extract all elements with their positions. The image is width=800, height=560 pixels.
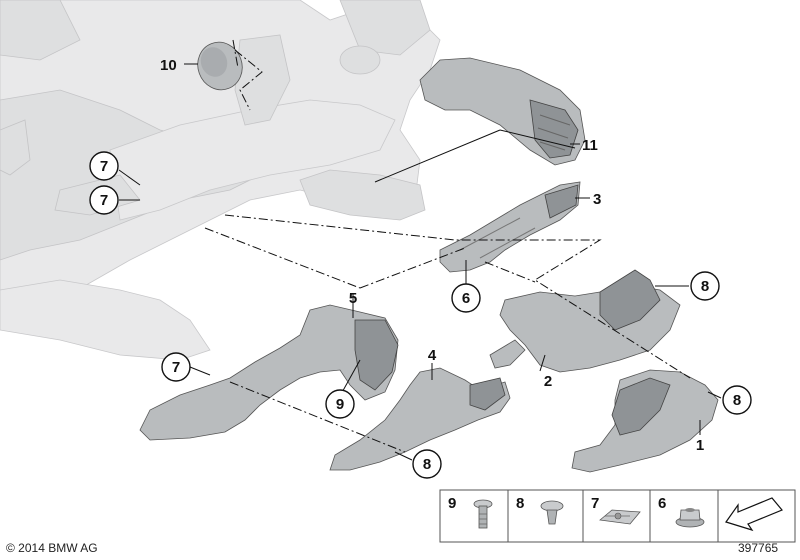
legend-item-6: 6 [658,495,705,528]
callout-4: 4 [428,347,437,364]
callout-7-upper-text: 7 [100,158,108,175]
callout-5-text: 5 [349,290,357,307]
callout-3-text: 3 [593,191,601,208]
legend-item-7: 7 [591,495,641,525]
travel-direction-arrow-icon [725,497,783,532]
callout-6-text: 6 [462,290,470,307]
leader-lines [118,63,722,461]
callout-7-middle: 7 [89,185,119,215]
part-2-cover [489,269,681,373]
callout-2-text: 2 [544,373,552,390]
expanding-rivet-icon [540,500,564,525]
callout-8-top: 8 [690,271,720,301]
legend-item-9-number: 9 [448,495,456,512]
callout-11-text: 11 [582,137,598,154]
callout-9: 9 [325,389,355,419]
legend-item-8-number: 8 [516,495,524,512]
callout-7-lower-text: 7 [172,359,180,376]
part-10-plug [197,41,243,91]
callout-8-right: 8 [722,385,752,415]
assembly-lines [204,39,691,453]
callout-3: 3 [593,191,601,208]
flange-nut-icon [675,508,705,528]
vehicle-body-shell [0,0,441,361]
callout-10-text: 10 [160,57,177,74]
callout-2: 2 [544,373,552,390]
legend-item-7-number: 7 [591,495,599,512]
copyright-text: © 2014 BMW AG [6,541,98,555]
callout-1-text: 1 [696,437,704,454]
part-1-cover [571,369,719,473]
callout-1: 1 [696,437,704,454]
callout-5: 5 [349,290,357,307]
push-rivet-icon [473,499,493,529]
callout-8-bottom: 8 [412,449,442,479]
callout-6: 6 [451,283,481,313]
callout-7-lower: 7 [161,352,191,382]
callout-10: 10 [160,57,177,74]
legend-item-6-number: 6 [658,495,666,512]
diagram-number: 397765 [738,541,779,555]
legend-item-9: 9 [448,495,493,529]
part-11-bracket [419,57,586,166]
part-5-bracket [139,304,399,441]
clip-nut-icon [599,509,641,525]
callout-9-text: 9 [336,396,344,413]
legend-item-8: 8 [516,495,564,525]
part-4-shield [329,367,511,471]
fastener-legend: 9 8 7 6 [439,489,796,543]
callout-11: 11 [582,137,598,154]
callout-4-text: 4 [428,347,437,364]
callout-8-bottom-text: 8 [423,456,431,473]
callout-8-right-text: 8 [733,392,741,409]
callout-7-upper: 7 [89,151,119,181]
callout-7-middle-text: 7 [100,192,108,209]
callout-8-top-text: 8 [701,278,709,295]
part-3-bracket [439,181,581,273]
